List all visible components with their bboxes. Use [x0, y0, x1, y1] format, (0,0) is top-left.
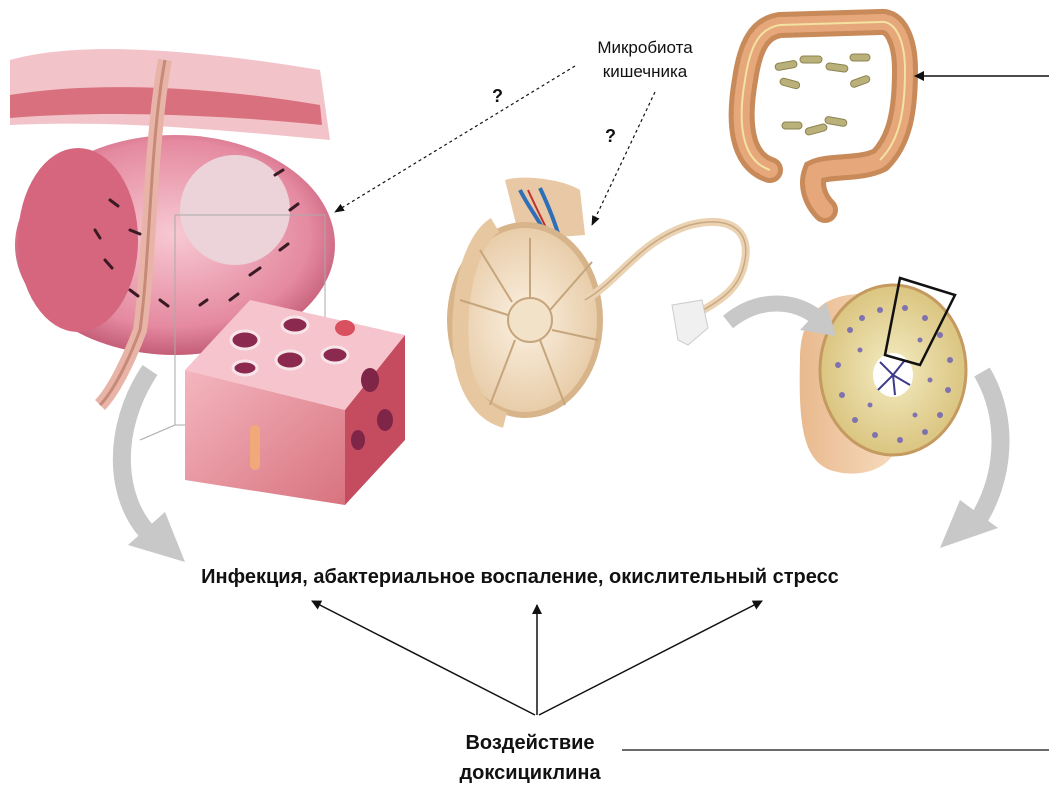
- question-mark-testis: ?: [605, 126, 616, 147]
- question-mark-prostate: ?: [492, 86, 503, 107]
- microbiota-label: Микробиота кишечника: [560, 36, 730, 84]
- arrow-doxy-to-left: [312, 601, 535, 715]
- arrow-prostate-to-effects: [122, 370, 185, 562]
- dashed-arrow-to-testis: [592, 92, 655, 225]
- arrow-doxy-to-right: [539, 601, 762, 715]
- testis-illustration: [450, 178, 746, 420]
- effects-label: Инфекция, абактериальное воспаление, оки…: [40, 566, 1000, 589]
- doxycycline-label: Воздействие доксициклина: [440, 728, 620, 788]
- intestine-illustration: [742, 22, 905, 210]
- microbiota-line1: Микробиота: [560, 36, 730, 60]
- microbiota-line2: кишечника: [560, 60, 730, 84]
- doxycycline-line1: Воздействие: [440, 728, 620, 758]
